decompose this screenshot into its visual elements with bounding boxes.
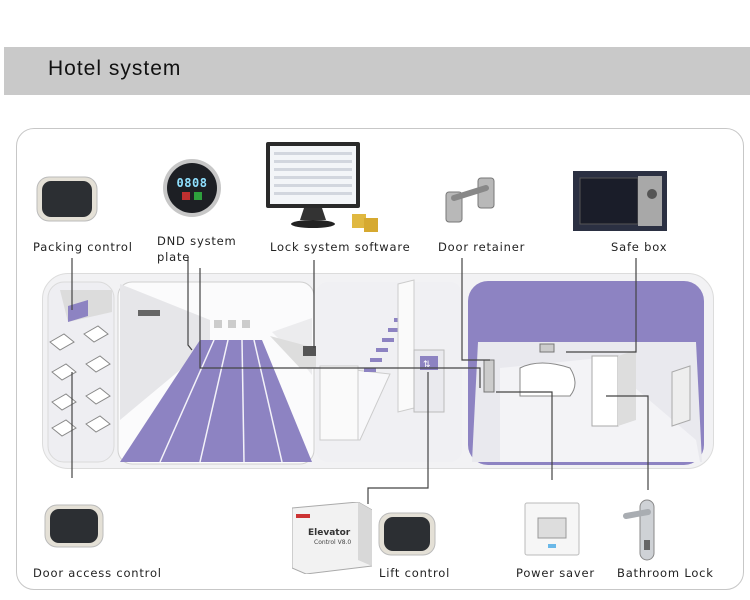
diagram-frame [16,128,744,590]
lift-control-label: Lift control [379,566,451,580]
power-saver-label: Power saver [516,566,595,580]
dnd-label-line2: plate [157,250,191,264]
card-reader-icon [36,176,98,222]
room-area [468,281,704,465]
monitor-icon [266,142,378,232]
elevator-brand: Elevator [308,528,351,538]
header-bar: Hotel system [4,47,750,95]
power-saver-device [524,502,580,560]
bathroom-lock-device [622,496,668,566]
packing-control-label: Packing control [33,240,133,254]
door-retainer-device [440,174,500,230]
door-handle-icon [623,499,655,561]
safe-box-icon [573,171,667,231]
elevator-controller-device: Elevator Control V8.0 [291,501,373,578]
parking-area [47,281,115,463]
dnd-display: 0808 [176,176,208,190]
elevator-box-icon [291,501,373,575]
card-reader-icon [378,512,436,556]
door-access-label: Door access control [33,566,162,580]
dnd-system-plate-device: 0808 [162,158,222,222]
svg-text:⇅: ⇅ [423,360,431,370]
lift-control-device [378,512,436,560]
dnd-plate-icon [163,159,221,217]
corridor-area [117,281,330,465]
packing-control-device [36,176,98,226]
door-access-device [44,504,104,552]
door-retainer-label: Door retainer [438,240,526,254]
elevator-sub: Control V8.0 [314,539,352,546]
lock-software-device [266,142,386,238]
door-retainer-icon [445,177,495,223]
lock-software-label: Lock system software [270,240,411,254]
bathroom-lock-label: Bathroom Lock [617,566,714,580]
power-saver-icon [524,502,580,556]
page-title: Hotel system [48,57,182,80]
safe-box-label: Safe box [611,240,668,254]
card-reader-icon [44,504,104,548]
connector-lines [71,258,649,504]
dnd-label-line1: DND system [157,234,237,248]
safe-box-device [572,170,668,236]
lobby-area: ⇅ [316,279,462,462]
